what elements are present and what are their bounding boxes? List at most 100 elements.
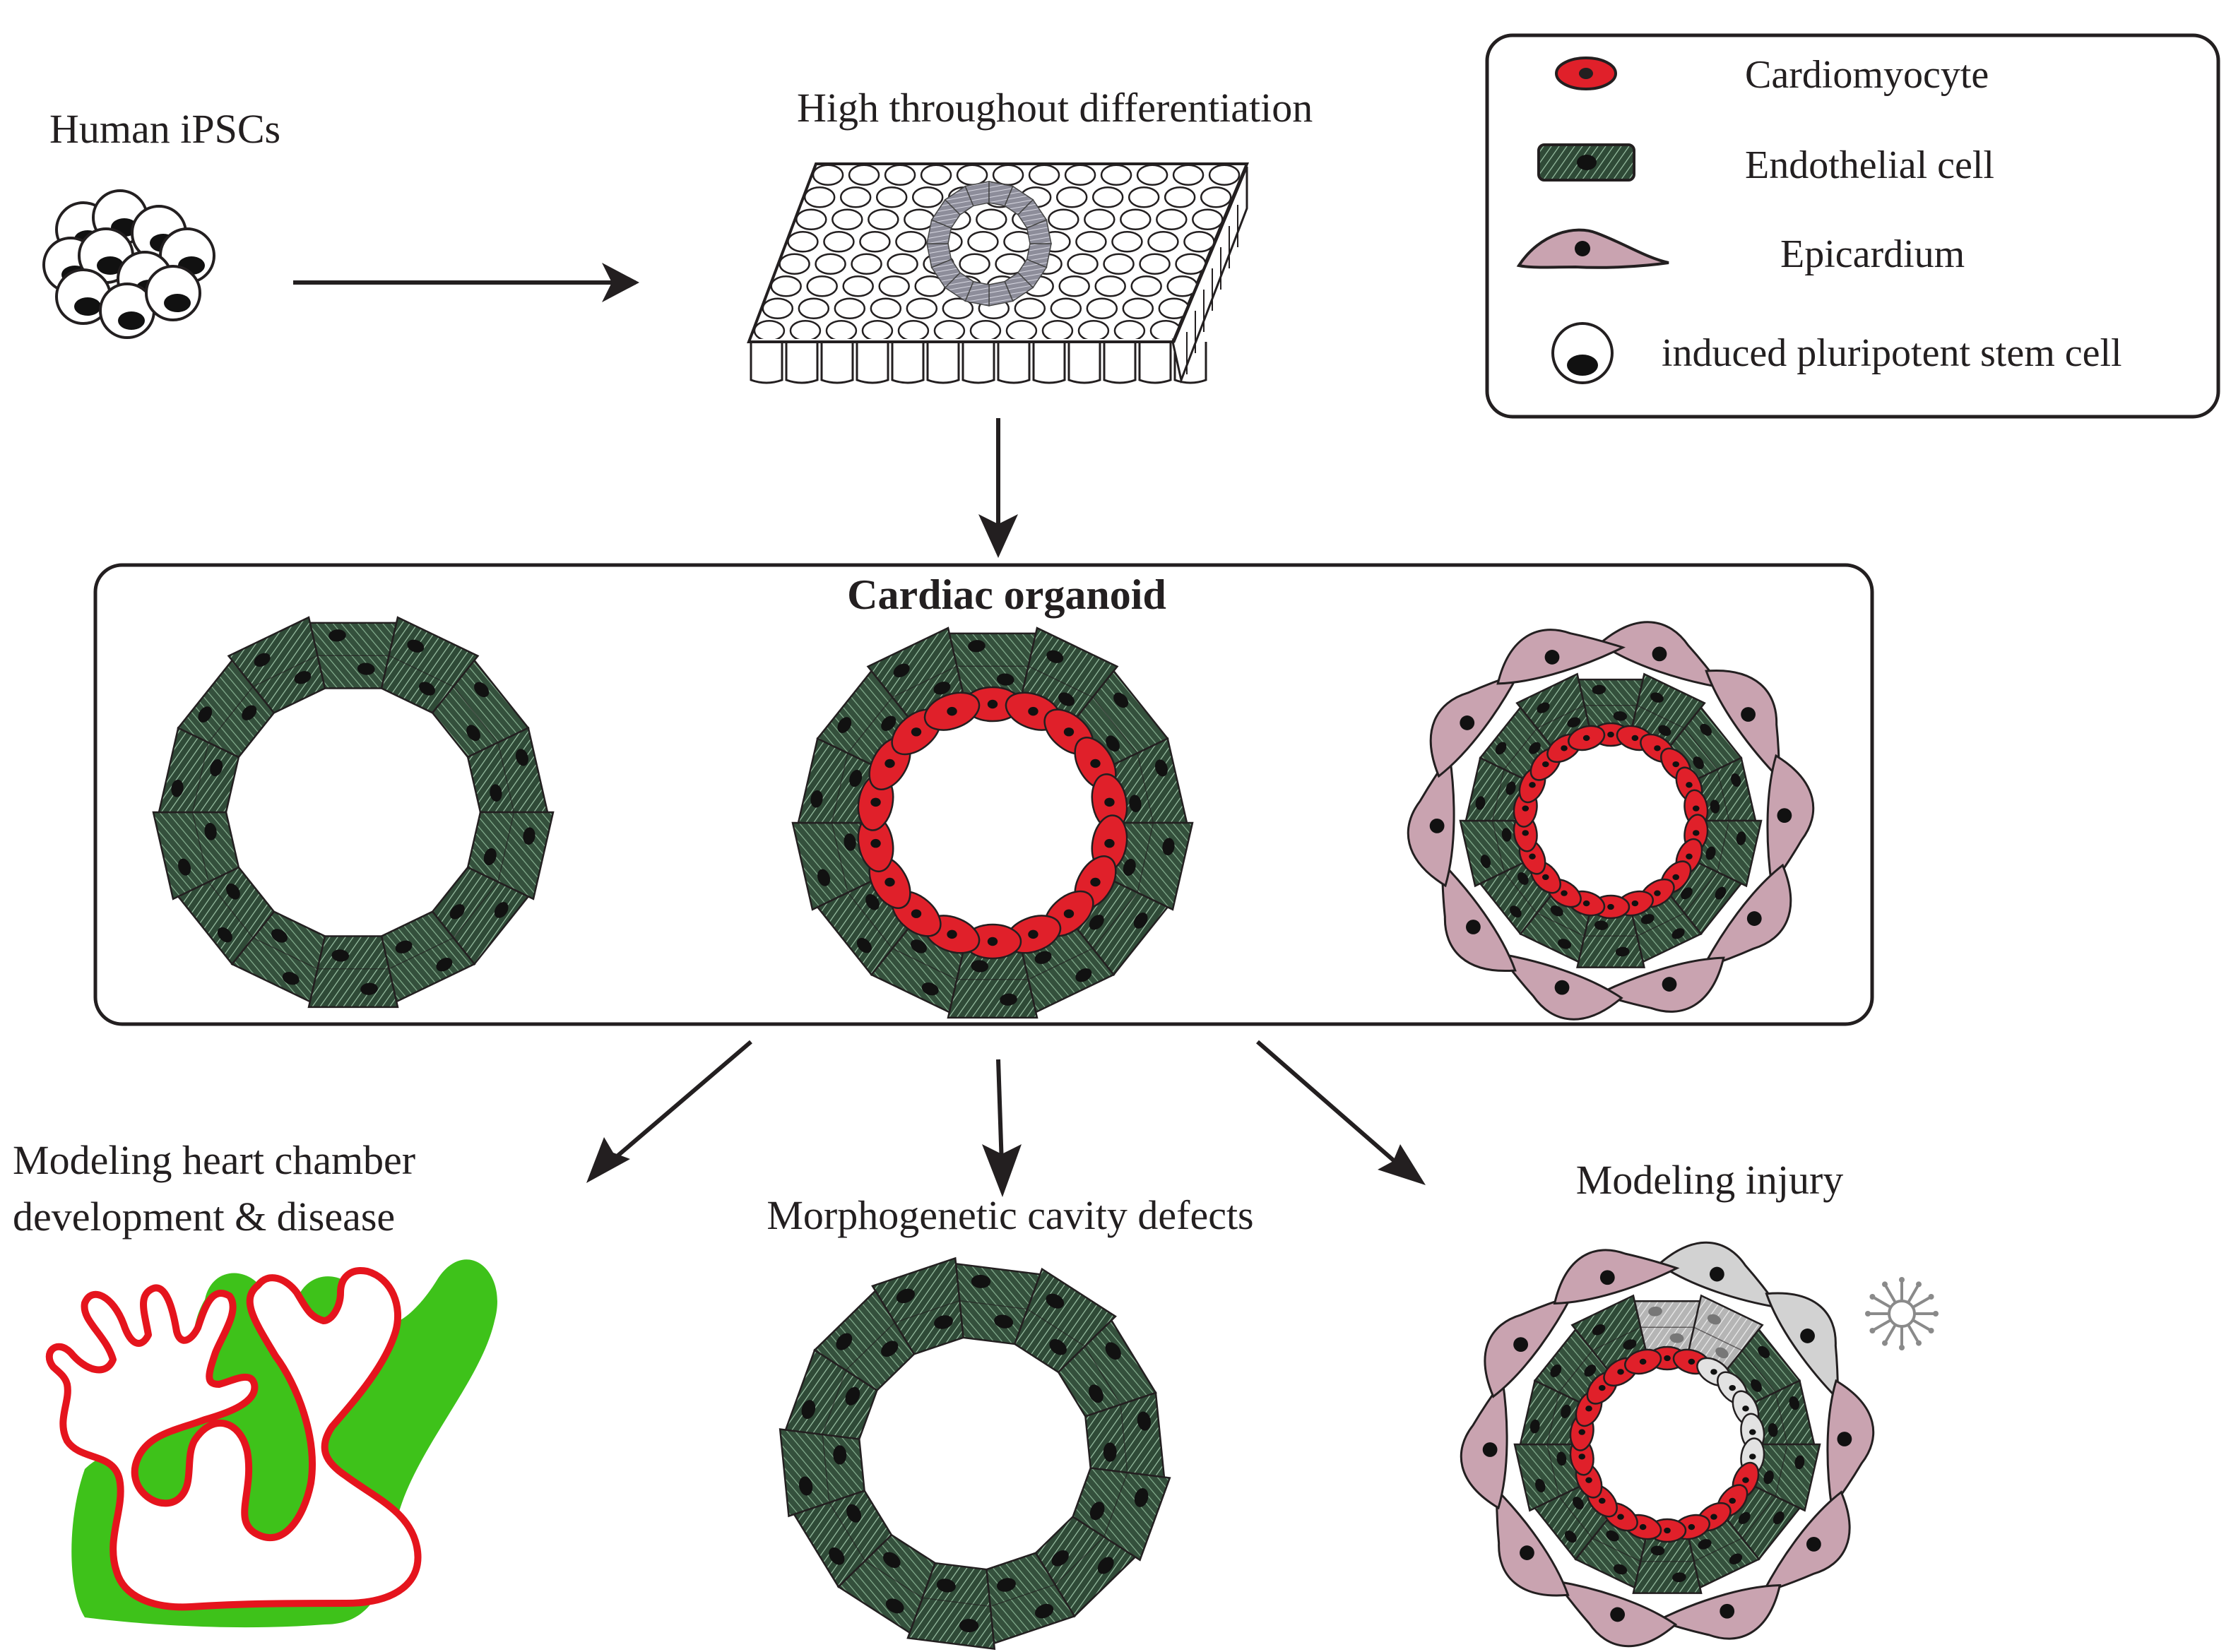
endothelial-nucleus (204, 823, 217, 840)
cardiomyocyte-nucleus (1654, 890, 1661, 896)
cardiomyocyte-nucleus (1090, 759, 1101, 768)
plate-tube (891, 342, 925, 384)
plate-well (861, 320, 894, 339)
plate-well (1130, 275, 1162, 297)
endothelial-nucleus (474, 682, 490, 698)
epicardium-nucleus (1741, 707, 1756, 722)
plate-tube (1103, 342, 1137, 384)
endothelial-nucleus (1584, 1365, 1597, 1377)
epicardium-nucleus (1544, 650, 1560, 665)
plate-well (1208, 164, 1241, 186)
endothelial-nucleus (865, 893, 880, 910)
cell-divider (1775, 1444, 1788, 1497)
cardiomyocyte-nucleus (987, 937, 998, 946)
plate-well (1172, 164, 1205, 186)
plate-organoid-ring (926, 181, 1052, 307)
endothelial-nucleus (1097, 1557, 1114, 1574)
cardiomyocyte-nucleus (1654, 745, 1661, 751)
endothelial-nucleus (210, 759, 223, 777)
plate-well (789, 320, 822, 339)
plate-well (976, 208, 1007, 230)
endothelial-nucleus (1658, 725, 1671, 736)
endothelial-nucleus (331, 949, 350, 962)
legend-item-endothelial: Endothelial cell (1537, 143, 1994, 187)
epicardium-nucleus (1709, 1266, 1724, 1282)
plate-well (956, 164, 988, 186)
cell-divider (990, 1583, 1055, 1608)
endothelial-nucleus (1698, 1539, 1712, 1550)
plate-well (1084, 208, 1116, 230)
plate-well (1058, 275, 1090, 297)
cell-divider (845, 1321, 896, 1371)
endothelial-nucleus (1615, 946, 1630, 957)
plate-well (969, 320, 1002, 339)
plate-well (1113, 320, 1146, 339)
burst-tip (1916, 1340, 1922, 1346)
cardiomyocyte-nucleus (1522, 830, 1529, 836)
endothelial-nucleus (1535, 1478, 1546, 1493)
cardiomyocyte-nucleus (1104, 797, 1115, 807)
plate-well (875, 186, 908, 208)
chamber-red-outline (45, 1267, 422, 1611)
plate-well (1100, 164, 1132, 186)
cell-divider (1693, 1538, 1743, 1562)
epicardium-nucleus (1746, 911, 1762, 926)
epicardium-nucleus (1652, 646, 1667, 662)
epicardium-nucleus (1662, 977, 1677, 992)
endothelial-nucleus (1089, 1384, 1103, 1403)
organoid-with-epicardium (1407, 621, 1815, 1021)
organoid-injury (1460, 1241, 1875, 1648)
epicardium-cell (1826, 1379, 1875, 1511)
cardiomyocyte-nucleus (1585, 1406, 1592, 1412)
endothelial-nucleus (810, 790, 823, 808)
burst-tip (1882, 1340, 1888, 1346)
burst-core (1888, 1300, 1916, 1328)
endothelial-nucleus (1669, 1333, 1684, 1343)
endothelial-nucleus (1768, 1422, 1778, 1437)
epicardium-cell (1460, 1378, 1508, 1510)
plate-well (842, 275, 874, 297)
cell-divider (208, 686, 254, 743)
endothelial-nucleus (1729, 1553, 1743, 1565)
endothelial-nucleus (1558, 939, 1571, 949)
endothelial-nucleus (971, 1274, 991, 1288)
plate-well (1041, 320, 1074, 339)
plate-well (1200, 186, 1232, 208)
endothelial-nucleus (1789, 1396, 1799, 1410)
plate-well (795, 208, 827, 230)
cardiomyocyte-nucleus (1688, 1358, 1696, 1365)
endothelial-nucleus (933, 682, 951, 695)
endothelial-nucleus (1623, 1339, 1637, 1350)
endothelial-nucleus (881, 715, 896, 731)
cell-divider (1026, 1308, 1086, 1347)
plate-well (884, 164, 916, 186)
cardiomyocyte-nucleus (1686, 853, 1693, 860)
plate-well (967, 231, 999, 253)
plate-well (1077, 320, 1110, 339)
plate-well (839, 186, 872, 208)
endothelial-nucleus (1129, 795, 1142, 812)
cardiomyocyte-nucleus (1672, 761, 1680, 768)
epicardium-nucleus (1720, 1603, 1735, 1619)
cell-divider (252, 655, 318, 687)
endothelial-nucleus (829, 1547, 845, 1565)
endothelial-nucleus (994, 1314, 1014, 1329)
endothelial-nucleus (1650, 692, 1664, 703)
cell-divider (864, 1560, 923, 1599)
plate-side (750, 342, 1207, 384)
endothelial-nucleus (1794, 1455, 1805, 1470)
endothelial-nucleus (1715, 1347, 1729, 1359)
plate-well (1156, 208, 1188, 230)
plate-well (770, 275, 802, 297)
endothelial-nucleus (490, 784, 502, 802)
endothelial-nucleus (360, 982, 378, 995)
epicardium-cell (1496, 629, 1626, 685)
cardiomyocyte-nucleus (870, 838, 881, 848)
cardiomyocyte-nucleus (1639, 1523, 1647, 1531)
cardiomyocyte-nucleus (1664, 1355, 1671, 1362)
cardiomyocyte-nucleus (1063, 909, 1075, 918)
cell-divider (191, 742, 209, 813)
plate-well (825, 320, 858, 339)
endothelial-nucleus (1738, 1511, 1751, 1524)
